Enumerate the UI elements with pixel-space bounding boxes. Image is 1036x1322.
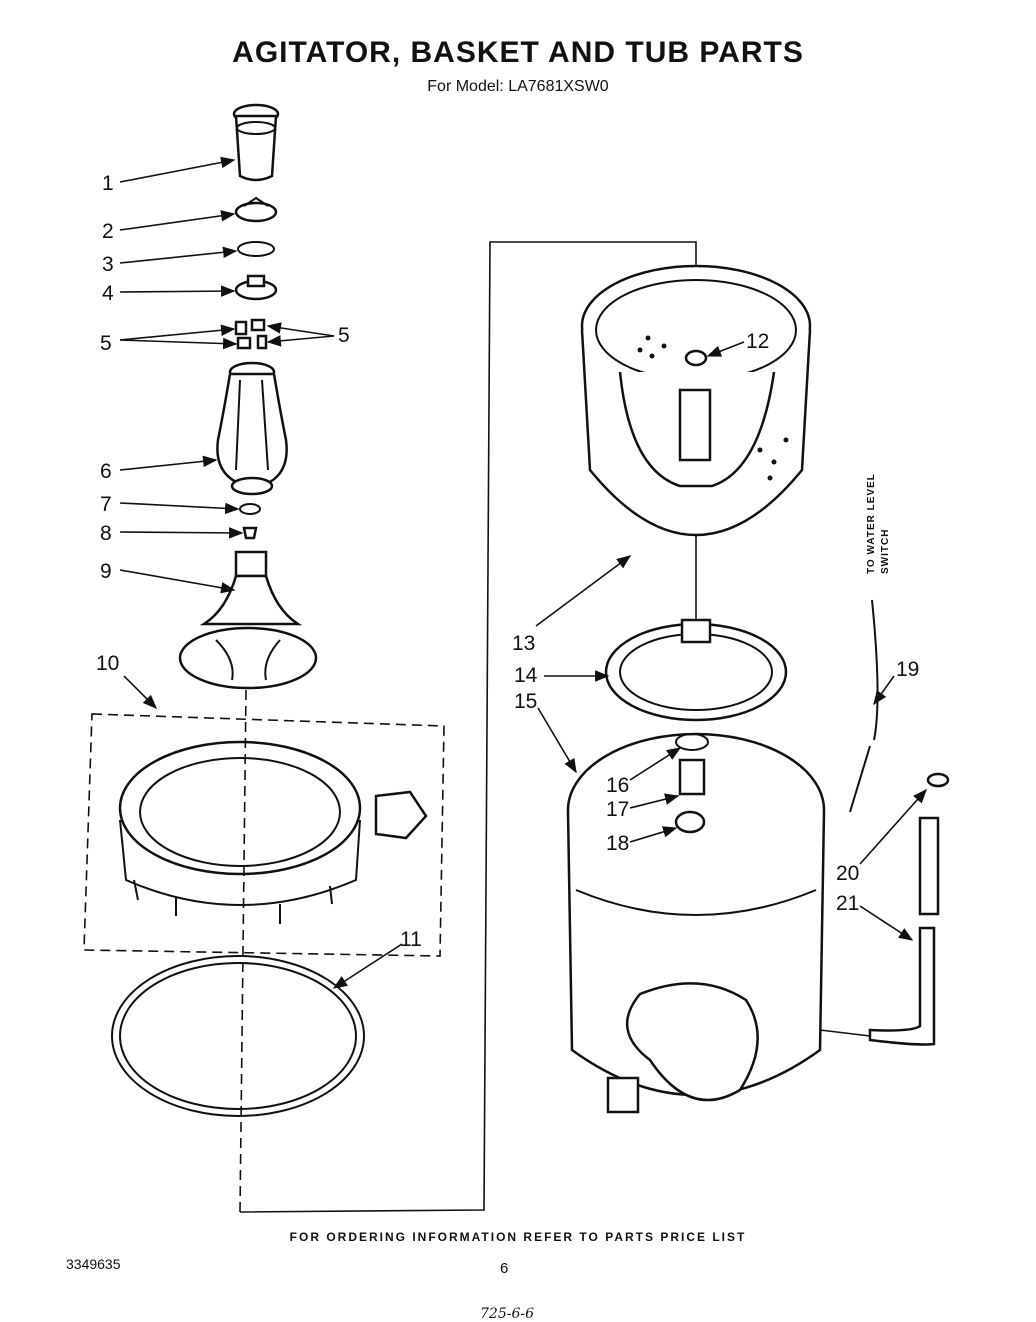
part-19-hose [849, 599, 879, 813]
part-3-ring [237, 241, 275, 257]
part-16-clamp-ring [675, 733, 709, 751]
part-15-tub [566, 732, 826, 1114]
label-part-4: 4 [102, 282, 114, 305]
label-part-5-right: 5 [338, 324, 350, 347]
label-part-12: 12 [746, 330, 769, 353]
label-part-13: 13 [512, 632, 535, 655]
part-10-tub-ring-group [83, 713, 445, 957]
part-5-dogs [234, 318, 268, 350]
document-number: 3349635 [66, 1256, 121, 1272]
part-7-washer [239, 503, 261, 515]
label-part-19: 19 [896, 658, 919, 681]
label-part-14: 14 [514, 664, 538, 687]
agitator-center-line [239, 689, 247, 1213]
page-number: 6 [500, 1260, 509, 1277]
label-part-9: 9 [100, 560, 112, 583]
label-part-17: 17 [606, 798, 629, 821]
label-part-10: 10 [96, 652, 119, 675]
part-6-agitator [216, 361, 288, 496]
part-14-hub-plate [604, 618, 788, 722]
model-subtitle: For Model: LA7681XSW0 [427, 78, 609, 95]
part-20-clamp [926, 772, 950, 788]
label-part-8: 8 [100, 522, 112, 545]
side-note-line1: TO WATER LEVEL [866, 473, 877, 574]
label-part-15: 15 [514, 690, 537, 713]
part-17-spin-seal [678, 758, 706, 796]
part-21-drain-hose [819, 816, 940, 1046]
part-labels: 1 2 3 4 5 5 6 7 8 9 10 11 12 13 14 15 16… [96, 172, 919, 951]
side-note-line2: SWITCH [880, 529, 891, 574]
label-part-21: 21 [836, 892, 859, 915]
label-part-11: 11 [400, 928, 422, 951]
part-9-agitator-base [178, 550, 318, 690]
handwritten-note: 725-6-6 [480, 1306, 534, 1322]
label-part-6: 6 [100, 460, 112, 483]
label-part-7: 7 [100, 493, 112, 516]
page-title: AGITATOR, BASKET AND TUB PARTS [232, 36, 804, 69]
part-4-dog-ring [234, 274, 278, 301]
label-part-3: 3 [102, 253, 114, 276]
leader-lines [119, 156, 927, 989]
ordering-note: FOR ORDERING INFORMATION REFER TO PARTS … [289, 1230, 747, 1244]
part-12-hub-nut [684, 349, 708, 367]
part-2-cam [234, 196, 278, 223]
part-13-basket [580, 264, 812, 537]
part-18-bearing [674, 810, 706, 834]
label-part-18: 18 [606, 832, 629, 855]
label-part-16: 16 [606, 774, 629, 797]
water-level-switch-note: TO WATER LEVEL SWITCH [866, 473, 891, 574]
part-8-seal [242, 526, 258, 540]
label-part-1: 1 [102, 172, 114, 195]
label-part-2: 2 [102, 220, 114, 243]
part-11-seal-ring [111, 955, 365, 1117]
part-1-agitator-cap [232, 103, 280, 182]
label-part-5-left: 5 [100, 332, 112, 355]
label-part-20: 20 [836, 862, 859, 885]
